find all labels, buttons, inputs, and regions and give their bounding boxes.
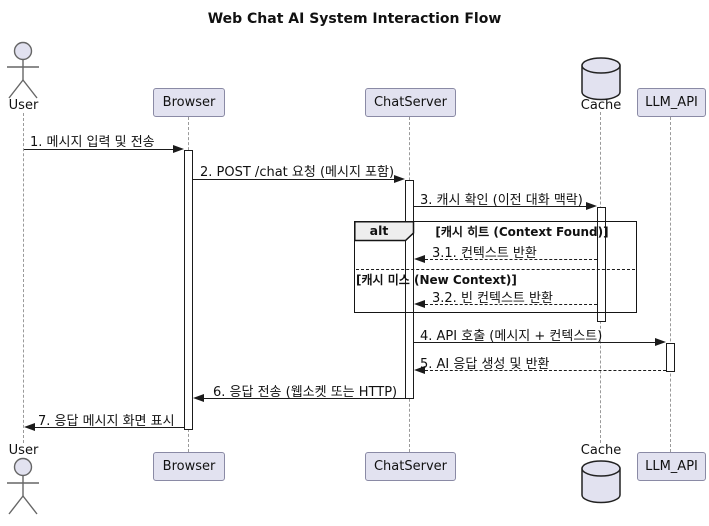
database-icon (581, 57, 621, 101)
message-line-5 (425, 370, 666, 371)
participant-label-cache: Cache (580, 98, 622, 113)
participant-label-cache-bottom: Cache (580, 443, 622, 458)
message-line-7 (35, 427, 184, 428)
message-line-4 (414, 342, 655, 343)
message-label-6: 6. 응답 전송 (웹소켓 또는 HTTP) (213, 385, 398, 400)
participant-chatserver-bottom: ChatServer (365, 452, 456, 481)
message-label-4: 4. API 호출 (메시지 + 컨텍스트) (420, 329, 603, 344)
participant-label-browser-bottom: Browser (162, 459, 216, 474)
message-label-2: 2. POST /chat 요청 (메시지 포함) (200, 165, 395, 180)
message-label-5: 5. AI 응답 생성 및 반환 (420, 357, 550, 372)
message-label-3: 3. 캐시 확인 (이전 대화 맥락) (420, 193, 583, 208)
participant-label-user: User (8, 98, 39, 113)
participant-browser: Browser (153, 88, 225, 117)
alt-operator-label: alt (369, 223, 389, 238)
diagram-title: Web Chat AI System Interaction Flow (207, 11, 502, 27)
activation-cache (597, 207, 606, 322)
message-label-1: 1. 메시지 입력 및 전송 (30, 135, 155, 150)
message-line-3-1 (425, 259, 597, 260)
lifeline-user (23, 113, 24, 443)
alt-fragment-frame (354, 221, 637, 313)
database-icon (581, 460, 621, 504)
arrowhead-icon (586, 202, 597, 210)
actor-icon (7, 457, 39, 515)
alt-condition-1: [캐시 히트 (Context Found)] (435, 225, 609, 239)
arrowhead-icon (414, 300, 425, 308)
arrowhead-icon (173, 145, 184, 153)
message-line-3 (414, 206, 586, 207)
actor-icon (7, 41, 39, 99)
activation-llm-api (666, 343, 675, 372)
activation-browser (184, 150, 193, 430)
participant-label-chatserver-bottom: ChatServer (373, 459, 447, 474)
message-line-2 (193, 179, 394, 180)
participant-llm-api-bottom: LLM_API (637, 452, 706, 481)
participant-chatserver: ChatServer (365, 88, 456, 117)
participant-label-browser: Browser (162, 95, 216, 110)
participant-label-chatserver: ChatServer (373, 95, 447, 110)
alt-condition-2: [캐시 미스 (New Context)] (356, 273, 517, 287)
activation-chatserver (405, 180, 414, 399)
message-label-7: 7. 응답 메시지 화면 표시 (38, 414, 175, 429)
message-line-1 (24, 149, 173, 150)
lifeline-llm-api (670, 117, 671, 452)
participant-label-user-bottom: User (8, 443, 39, 458)
message-line-3-2 (425, 304, 597, 305)
participant-browser-bottom: Browser (153, 452, 225, 481)
participant-label-llm-api-bottom: LLM_API (645, 459, 698, 474)
arrowhead-icon (394, 175, 405, 183)
participant-label-llm-api: LLM_API (645, 95, 698, 110)
arrowhead-icon (24, 423, 35, 431)
alt-fragment-header (354, 221, 415, 242)
participant-llm-api: LLM_API (637, 88, 706, 117)
message-label-3-2: 3.2. 빈 컨텍스트 반환 (432, 291, 553, 306)
arrowhead-icon (655, 338, 666, 346)
message-line-6 (204, 398, 405, 399)
arrowhead-icon (414, 366, 425, 374)
alt-divider (356, 269, 635, 270)
arrowhead-icon (414, 255, 425, 263)
message-label-3-1: 3.1. 컨텍스트 반환 (432, 246, 537, 261)
arrowhead-icon (193, 394, 204, 402)
